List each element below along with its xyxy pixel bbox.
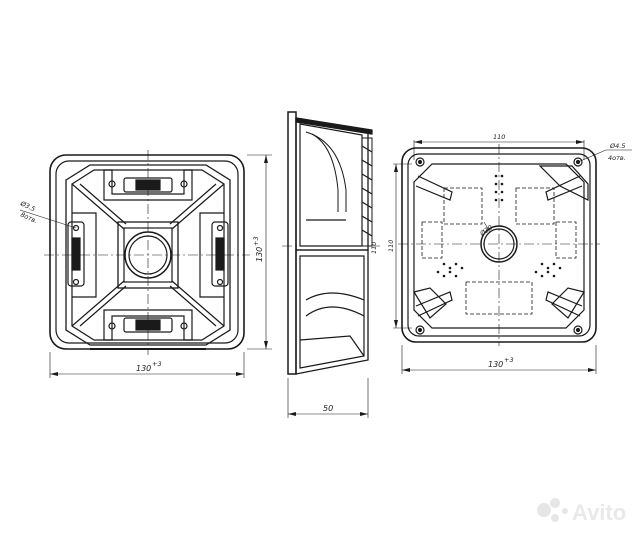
back-width-label: 130 bbox=[488, 360, 503, 369]
back-top-label: 110 bbox=[493, 133, 505, 141]
back-corner-count: 4отв. bbox=[608, 154, 626, 162]
front-hole-count: 8отв. bbox=[19, 211, 39, 226]
side-inner-height: 110 bbox=[370, 242, 378, 254]
side-depth-label: 50 bbox=[323, 404, 333, 413]
front-height-label: 130 bbox=[255, 247, 264, 262]
front-hole-label: Ø3.5 bbox=[18, 199, 36, 213]
back-left-label: 110 bbox=[387, 240, 395, 252]
back-view bbox=[393, 140, 632, 374]
front-width-tol: +3 bbox=[152, 360, 162, 368]
back-corner-hole: Ø4.5 bbox=[609, 142, 625, 150]
front-view bbox=[19, 150, 272, 378]
front-height-tol: +3 bbox=[252, 236, 260, 246]
avito-watermark-text: Avito bbox=[572, 500, 626, 525]
front-width-label: 130 bbox=[136, 364, 151, 373]
side-view bbox=[282, 111, 380, 418]
back-width-tol: +3 bbox=[504, 356, 514, 364]
back-view-dots bbox=[436, 174, 562, 278]
avito-dots-logo bbox=[537, 498, 568, 522]
